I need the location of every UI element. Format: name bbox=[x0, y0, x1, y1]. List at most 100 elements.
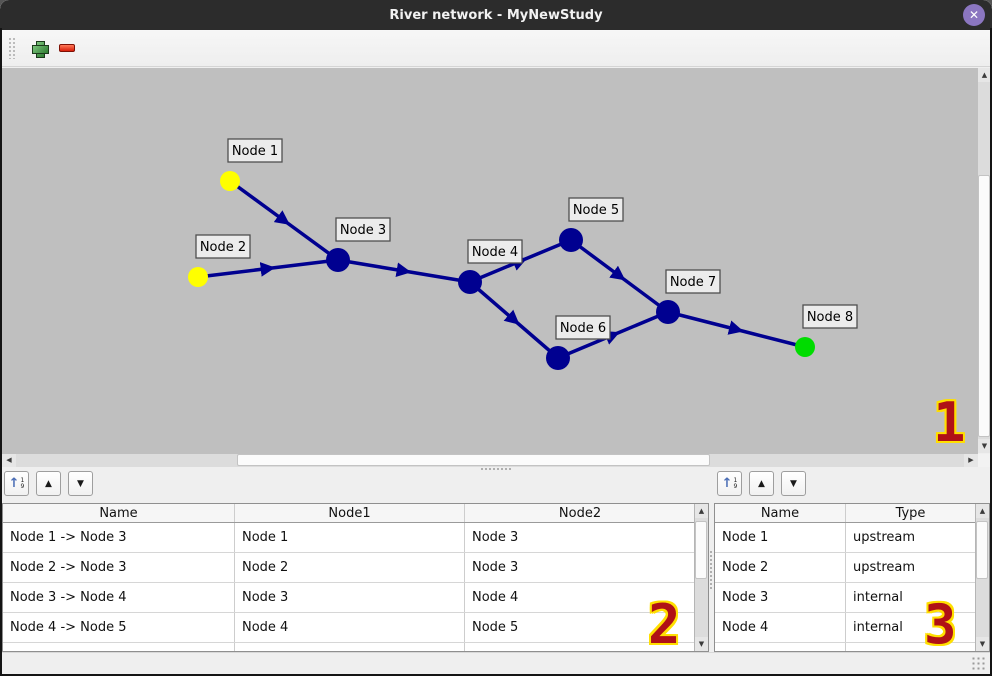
move-up-button[interactable]: ▲ bbox=[749, 471, 774, 496]
reach-edge-node-3-to-node-4[interactable] bbox=[337, 258, 471, 284]
node-node-8[interactable] bbox=[795, 337, 815, 357]
reach-cell-node1[interactable]: Node 2 bbox=[235, 553, 465, 582]
scroll-up-icon[interactable]: ▲ bbox=[978, 68, 991, 82]
canvas-horizontal-scrollbar[interactable]: ◀ ▶ bbox=[2, 454, 978, 467]
scroll-down-icon[interactable]: ▼ bbox=[978, 439, 991, 453]
svg-text:Node 8: Node 8 bbox=[807, 310, 853, 325]
horizontal-splitter-handle[interactable] bbox=[480, 467, 512, 472]
scrollbar-corner bbox=[978, 454, 991, 467]
column-header-node1[interactable]: Node1 bbox=[235, 504, 465, 522]
node-node-1[interactable] bbox=[220, 171, 240, 191]
scroll-up-icon[interactable]: ▲ bbox=[976, 504, 989, 518]
reach-cell-node1[interactable]: Node 1 bbox=[235, 523, 465, 552]
close-icon: ✕ bbox=[968, 8, 980, 22]
scroll-down-icon[interactable]: ▼ bbox=[976, 637, 989, 651]
reach-cell-node2[interactable]: Node 5 bbox=[465, 613, 696, 642]
reach-edge-node-6-to-node-7[interactable] bbox=[557, 310, 669, 360]
node-cell-type[interactable]: upstream bbox=[846, 523, 976, 552]
node-label-node-7: Node 7 bbox=[665, 269, 721, 294]
canvas-hscroll-thumb[interactable] bbox=[237, 454, 710, 466]
node-node-6[interactable] bbox=[546, 346, 570, 370]
reach-cell-name[interactable]: Node 4 -> Node 5 bbox=[3, 613, 235, 642]
node-cell-type[interactable]: internal bbox=[846, 583, 976, 612]
reach-edge-node-4-to-node-6[interactable] bbox=[468, 280, 560, 360]
resize-grip-icon[interactable] bbox=[971, 656, 986, 671]
node-node-4[interactable] bbox=[458, 270, 482, 294]
svg-text:Node 7: Node 7 bbox=[670, 275, 716, 290]
canvas-vertical-scrollbar[interactable]: ▲ ▼ bbox=[978, 68, 991, 453]
reach-cell-name[interactable]: Node 2 -> Node 3 bbox=[3, 553, 235, 582]
minus-red-icon bbox=[59, 44, 75, 52]
move-down-button[interactable]: ▼ bbox=[68, 471, 93, 496]
canvas-vscroll-thumb[interactable] bbox=[978, 175, 990, 437]
scroll-left-icon[interactable]: ◀ bbox=[2, 454, 16, 467]
reach-cell-node1[interactable]: Node 4 bbox=[235, 613, 465, 642]
nodes-scroll-thumb[interactable] bbox=[976, 521, 988, 579]
window-border bbox=[0, 28, 2, 676]
node-node-5[interactable] bbox=[559, 228, 583, 252]
titlebar[interactable]: River network - MyNewStudy ✕ bbox=[0, 0, 992, 30]
reaches-scroll-thumb[interactable] bbox=[695, 521, 707, 579]
window-title: River network - MyNewStudy bbox=[389, 7, 603, 23]
column-header-name[interactable]: Name bbox=[715, 504, 846, 522]
node-node-7[interactable] bbox=[656, 300, 680, 324]
reach-edge-node-2-to-node-3[interactable] bbox=[197, 258, 339, 279]
node-label-node-5: Node 5 bbox=[568, 197, 624, 222]
scroll-up-icon[interactable]: ▲ bbox=[695, 504, 708, 518]
node-cell-name[interactable]: Node 3 bbox=[715, 583, 846, 612]
add-button[interactable] bbox=[25, 34, 53, 62]
reach-cell-node2[interactable]: Node 3 bbox=[465, 553, 696, 582]
scroll-right-icon[interactable]: ▶ bbox=[964, 454, 978, 467]
reach-cell-node2[interactable]: Node 4 bbox=[465, 583, 696, 612]
remove-button[interactable] bbox=[53, 34, 81, 62]
node-empty-row bbox=[715, 643, 989, 651]
reach-cell-node2[interactable]: Node 3 bbox=[465, 523, 696, 552]
reaches-table-scrollbar[interactable]: ▲ ▼ bbox=[694, 504, 708, 651]
reach-cell-name[interactable]: Node 1 -> Node 3 bbox=[3, 523, 235, 552]
close-button[interactable]: ✕ bbox=[963, 4, 985, 26]
column-header-type[interactable]: Type bbox=[846, 504, 976, 522]
node-label-node-3: Node 3 bbox=[335, 217, 391, 242]
window-border bbox=[0, 674, 992, 676]
node-label-node-1: Node 1 bbox=[227, 138, 283, 163]
vertical-splitter-handle[interactable] bbox=[709, 550, 714, 590]
column-header-name[interactable]: Name bbox=[3, 504, 235, 522]
toolbar-drag-handle-icon[interactable] bbox=[8, 37, 17, 59]
node-node-3[interactable] bbox=[326, 248, 350, 272]
down-triangle-icon: ▼ bbox=[790, 478, 797, 489]
node-label-node-6: Node 6 bbox=[555, 315, 611, 340]
column-header-node2[interactable]: Node2 bbox=[465, 504, 696, 522]
node-node-2[interactable] bbox=[188, 267, 208, 287]
node-cell-name[interactable]: Node 4 bbox=[715, 613, 846, 642]
node-cell-type[interactable]: internal bbox=[846, 613, 976, 642]
reach-edge-node-7-to-node-8[interactable] bbox=[667, 310, 806, 349]
reach-edge-node-5-to-node-7[interactable] bbox=[569, 238, 670, 314]
move-down-button[interactable]: ▼ bbox=[781, 471, 806, 496]
reach-edge-node-1-to-node-3[interactable] bbox=[228, 179, 340, 262]
node-cell-name[interactable]: Node 2 bbox=[715, 553, 846, 582]
node-label-node-4: Node 4 bbox=[467, 239, 523, 264]
nodes-table-scrollbar[interactable]: ▲ ▼ bbox=[975, 504, 989, 651]
node-cell-name[interactable]: Node 1 bbox=[715, 523, 846, 552]
move-up-button[interactable]: ▲ bbox=[36, 471, 61, 496]
scroll-down-icon[interactable]: ▼ bbox=[695, 637, 708, 651]
node-cell-type[interactable]: upstream bbox=[846, 553, 976, 582]
reach-cell-node1[interactable]: Node 3 bbox=[235, 583, 465, 612]
reach-cell-name[interactable]: Node 3 -> Node 4 bbox=[3, 583, 235, 612]
